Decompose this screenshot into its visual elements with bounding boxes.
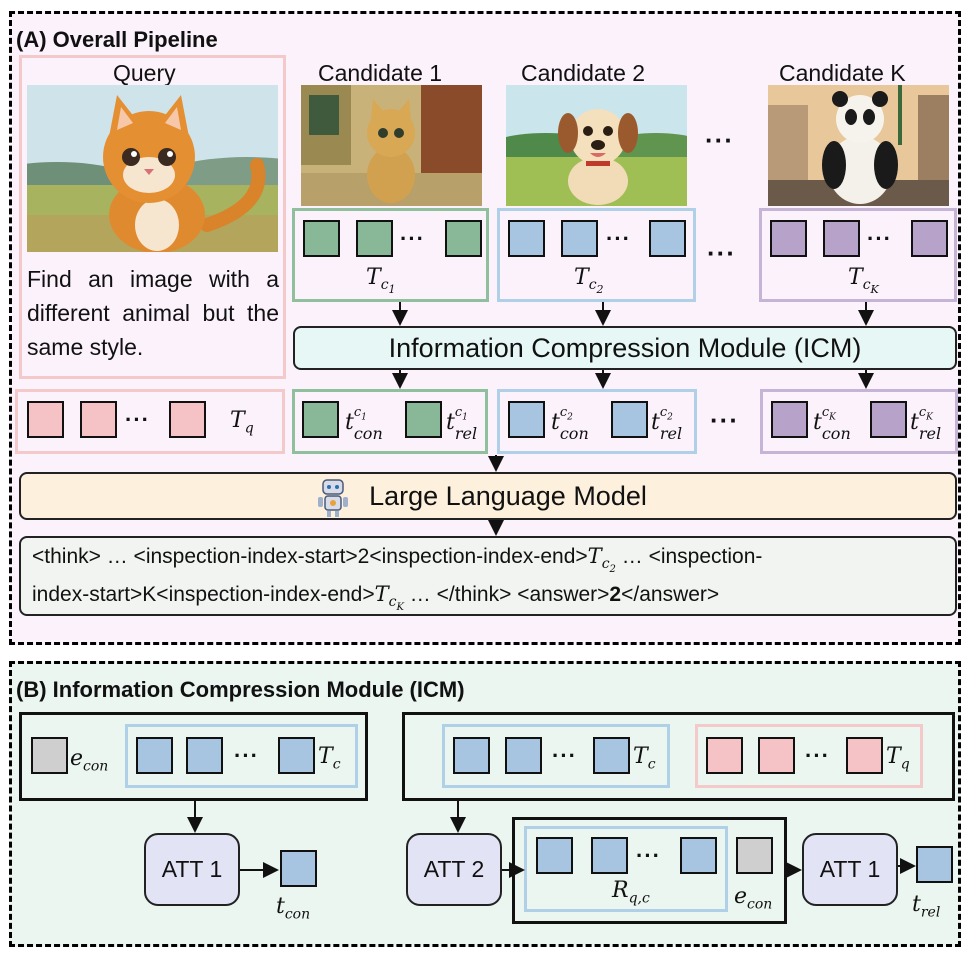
- right-tq-group: [695, 724, 923, 788]
- robot-icon: [313, 476, 353, 518]
- token: [611, 401, 648, 438]
- panel-a-title: (A) Overall Pipeline: [16, 27, 218, 52]
- candidate-2-label: Candidate 2: [521, 60, 646, 86]
- token: [771, 401, 808, 438]
- token: [591, 837, 628, 874]
- token: [405, 401, 442, 438]
- token-ellipsis: ···: [400, 226, 425, 251]
- token: [278, 737, 315, 774]
- token: [870, 401, 907, 438]
- query-text: Find an image with a different animal bu…: [27, 266, 279, 360]
- token: [823, 220, 860, 257]
- token-ellipsis: ···: [867, 226, 892, 251]
- e-con-label-right: econ: [734, 884, 773, 913]
- token: [911, 220, 948, 257]
- token: [303, 220, 340, 257]
- candidate-k-token-group: [759, 208, 957, 302]
- right-input-box: [402, 712, 955, 801]
- candidate-k-image-panda: [768, 85, 949, 206]
- query-token-group: [15, 389, 285, 454]
- r-qc-group: [524, 826, 728, 912]
- token: [593, 737, 630, 774]
- token: [649, 220, 686, 257]
- candidate-2-token-group: [497, 208, 696, 302]
- token-ellipsis: ···: [552, 743, 577, 768]
- t-q-label: Tq: [230, 408, 254, 437]
- t-con-label: tcon: [276, 894, 311, 923]
- token: [505, 737, 542, 774]
- t-ck-label: TcK: [848, 265, 879, 297]
- icm-bar: Information Compression Module (ICM): [293, 326, 957, 370]
- token: [453, 737, 490, 774]
- candidate-2-image-dog: [506, 85, 687, 206]
- token: [356, 220, 393, 257]
- att1-right: ATT 1: [802, 833, 898, 906]
- token: [561, 220, 598, 257]
- token: [706, 737, 743, 774]
- token-ellipsis: ···: [125, 407, 150, 432]
- token: [770, 220, 807, 257]
- token: [280, 850, 317, 887]
- token: [846, 737, 883, 774]
- token: [302, 401, 339, 438]
- token: [31, 737, 68, 774]
- token: [680, 837, 717, 874]
- llm-output-line-1: <think> … <inspection-index-start>2<insp…: [32, 544, 763, 575]
- token: [536, 837, 573, 874]
- tc-label-right: Tc: [633, 744, 656, 773]
- candidate-1-label: Candidate 1: [318, 60, 443, 86]
- candidate-1-token-group: [292, 208, 489, 302]
- right-tc-group: [442, 724, 670, 788]
- candidate-k-label: Candidate K: [779, 60, 906, 86]
- candidate-1-image-cat: [301, 85, 482, 206]
- t-c1-label: Tc1: [366, 265, 396, 297]
- att1-left: ATT 1: [144, 833, 240, 906]
- token: [80, 401, 117, 438]
- token: [169, 401, 206, 438]
- token: [508, 401, 545, 438]
- token-ellipsis: ···: [606, 226, 631, 251]
- t-c2-label: Tc2: [574, 265, 604, 297]
- left-tc-group: [125, 724, 358, 788]
- llm-output-box: [19, 536, 957, 616]
- llm-bar: Large Language Model: [19, 472, 957, 520]
- token: [445, 220, 482, 257]
- compressed-k-group: [760, 389, 958, 454]
- compressed-1-group: [292, 389, 488, 454]
- token: [916, 846, 953, 883]
- token: [758, 737, 795, 774]
- token: [736, 837, 773, 874]
- panel-b-title: (B) Information Compression Module (ICM): [16, 677, 465, 702]
- token: [508, 220, 545, 257]
- att2: ATT 2: [406, 833, 502, 906]
- tq-label-right: Tq: [886, 744, 910, 773]
- token: [186, 737, 223, 774]
- r-qc-label: Rq,c: [612, 878, 650, 907]
- token: [136, 737, 173, 774]
- left-input-box: [19, 712, 368, 801]
- token-group-ellipsis: ···: [707, 238, 736, 268]
- token-ellipsis: ···: [636, 843, 661, 868]
- llm-output-line-2: index-start>K<inspection-index-end>TcK ……: [32, 582, 720, 613]
- query-label: Query: [113, 60, 176, 86]
- token: [27, 401, 64, 438]
- compressed-ellipsis: ···: [710, 405, 739, 435]
- e-con-label-left: econ: [70, 746, 109, 775]
- tc-label-left: Tc: [318, 744, 341, 773]
- token-ellipsis: ···: [234, 743, 259, 768]
- candidate-ellipsis: ···: [705, 125, 734, 155]
- query-image-cat: [27, 85, 278, 252]
- compressed-2-group: [497, 389, 697, 454]
- t-rel-label: trel: [912, 892, 941, 921]
- token-ellipsis: ···: [805, 743, 830, 768]
